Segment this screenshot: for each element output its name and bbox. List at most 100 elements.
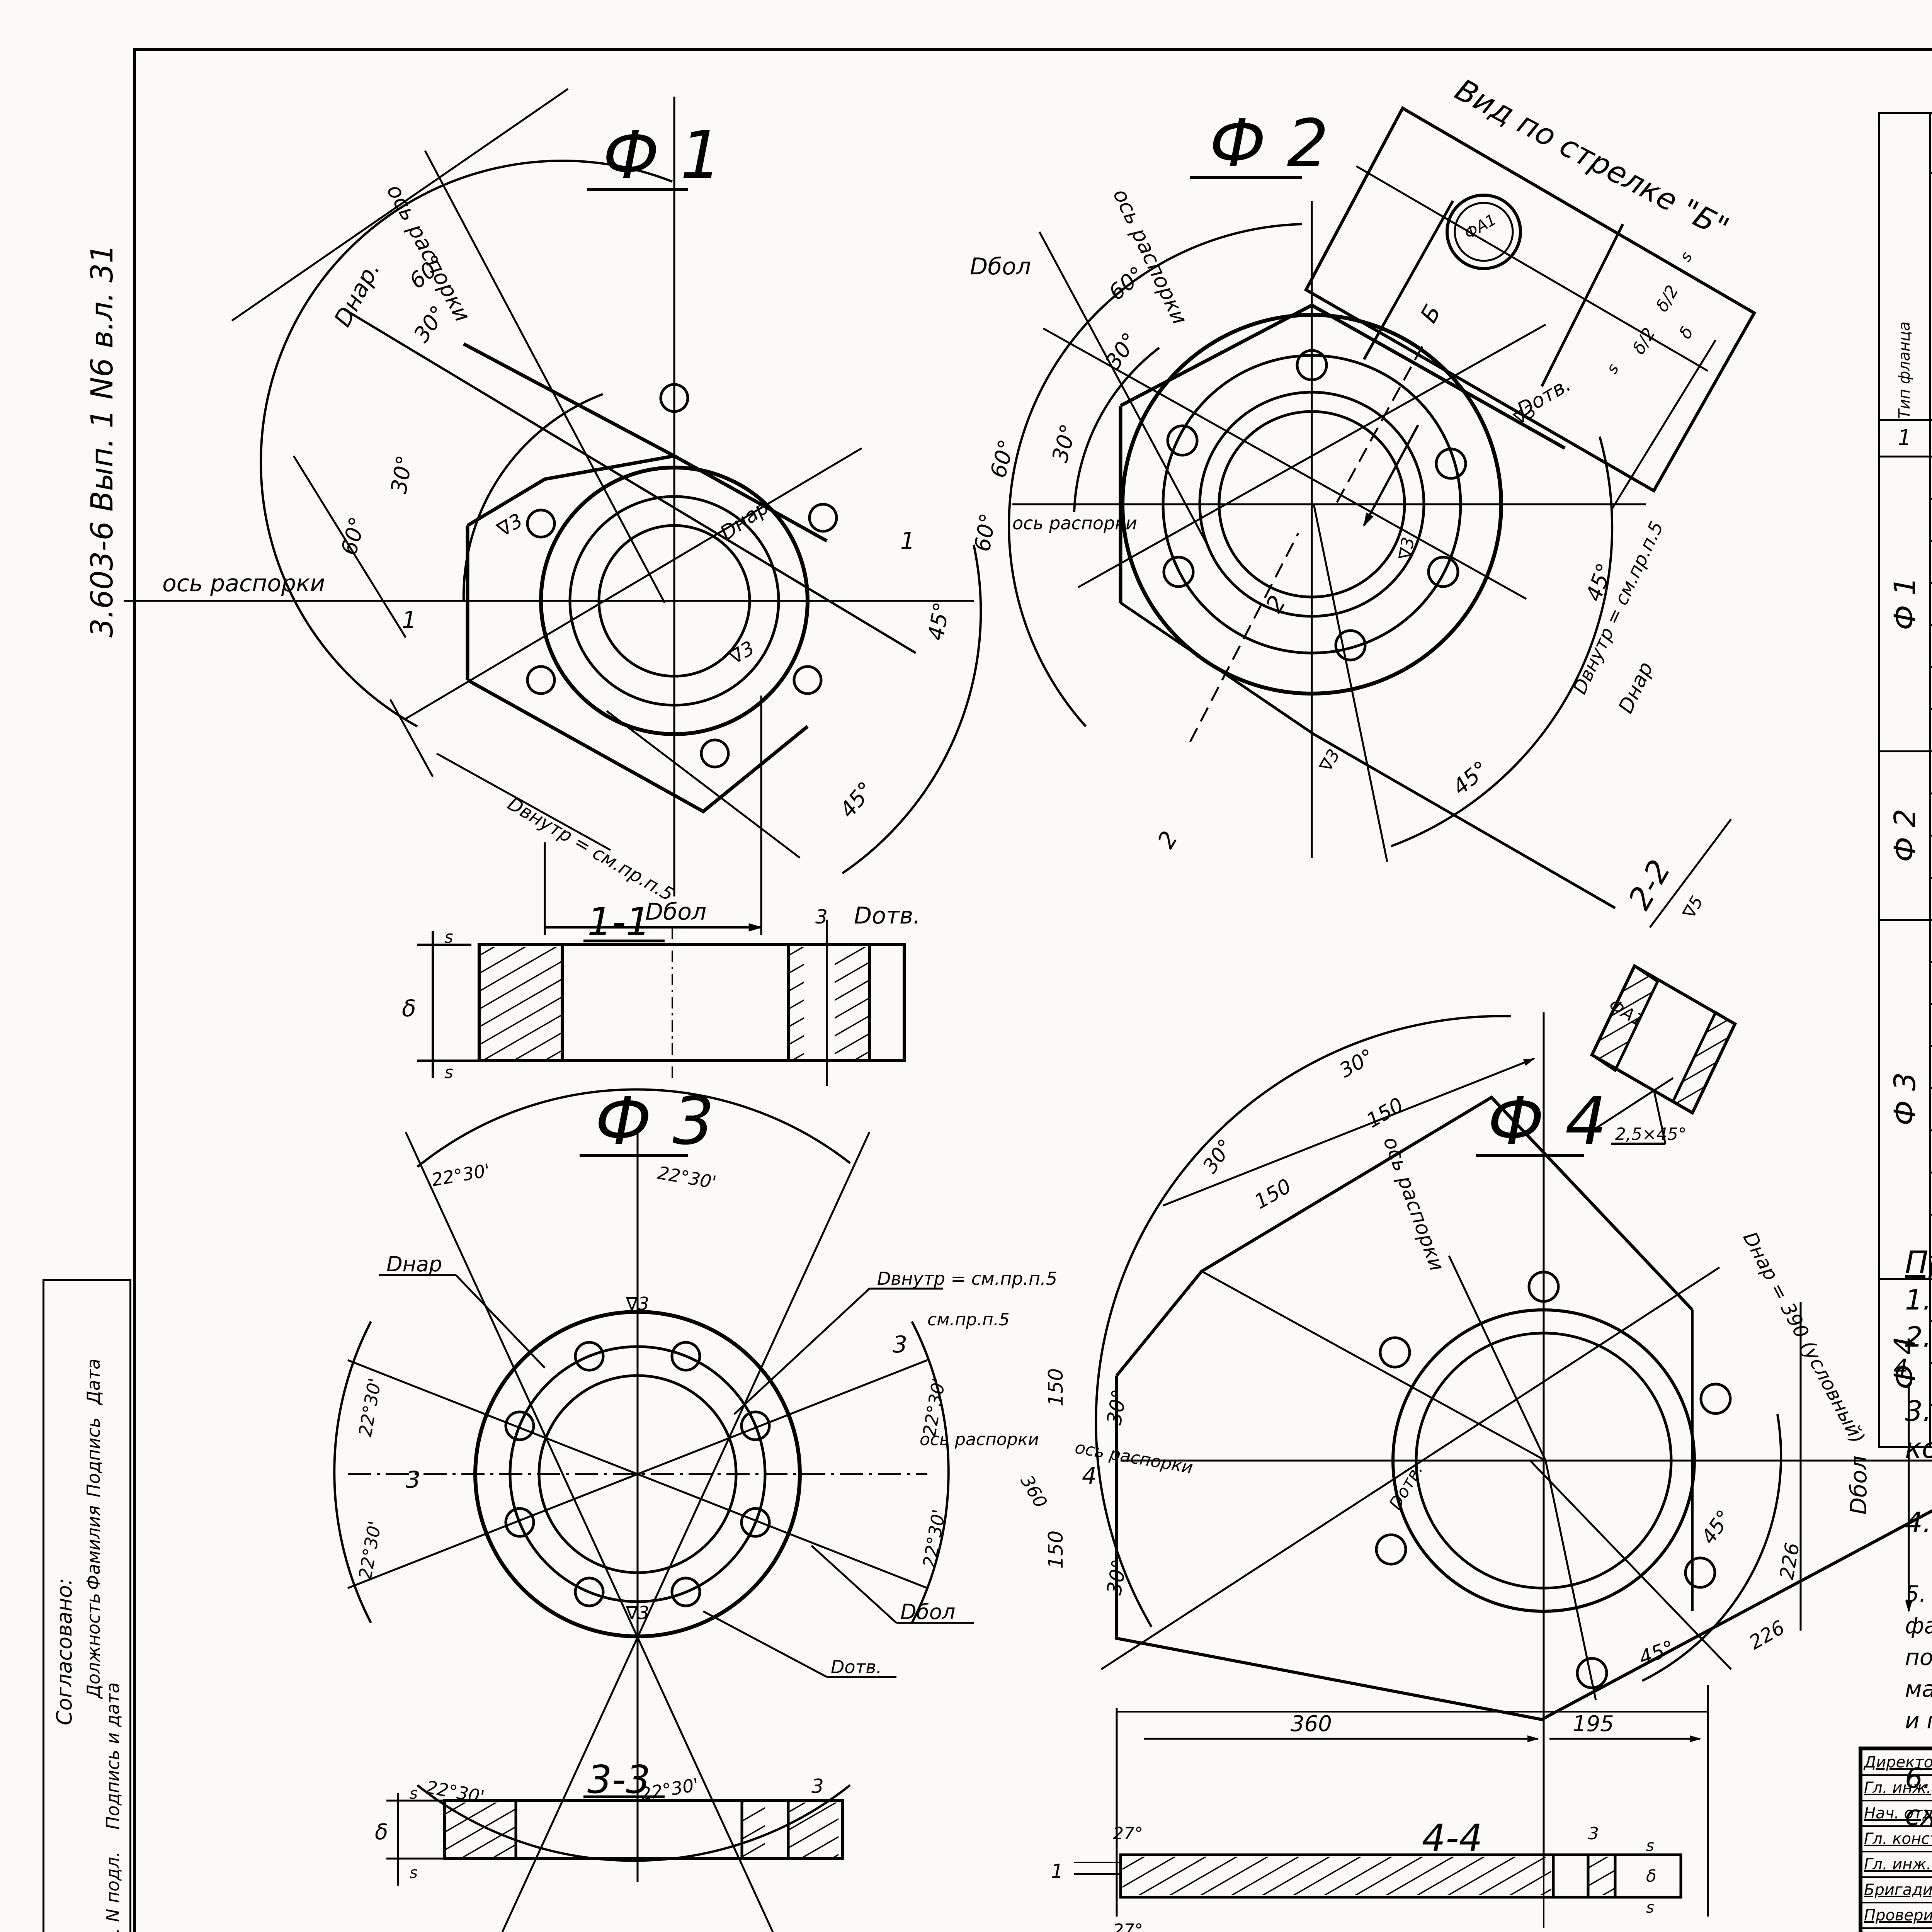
table-row: 821642052198÷14Ф2-026232903581507086,0	[1879, 792, 1932, 837]
table-row: 4015816810Ф1-056232903403018,0	[1879, 624, 1932, 668]
signature-row: ДиректорМельников	[1861, 1749, 1932, 1776]
flange-f1-labels: Ф 1 ось распорки ось распорки Dнар. Dнар…	[162, 117, 1001, 929]
cell-n: 82	[1929, 876, 1932, 921]
f1-title: Ф 1	[603, 117, 722, 194]
svg-text:ось распорки: ось распорки	[920, 1430, 1039, 1449]
table-row: 9727624512÷20Ф3-048233303904022,0	[1879, 1045, 1932, 1089]
svg-text:150: 150	[1251, 1175, 1296, 1214]
svg-text:s: s	[410, 1785, 418, 1803]
svg-text:27°: 27°	[1113, 1824, 1143, 1844]
note-3-cont: рукций см. пояснительную записку лист 3.	[1905, 1467, 1932, 1504]
note-5-cont2: максимальный зазор между внутренней пове…	[1905, 1676, 1932, 1702]
svg-text:60°: 60°	[986, 437, 1020, 481]
svg-text:Dвнутр = см.пр.п.5: Dвнутр = см.пр.п.5	[877, 1268, 1057, 1289]
svg-text:30°: 30°	[1198, 1135, 1238, 1178]
svg-text:2: 2	[1152, 827, 1183, 853]
svg-text:s: s	[1646, 1899, 1654, 1917]
f4-title: Ф 4	[1488, 1083, 1607, 1160]
svg-text:60°: 60°	[970, 511, 1001, 553]
svg-text:Dвнутр = см.пр.п.5: Dвнутр = см.пр.п.5	[504, 793, 677, 906]
note-4: 4. Отверстия под болты выполнять в соотв…	[1905, 1506, 1932, 1539]
svg-text:∇3: ∇3	[626, 1293, 649, 1314]
table-row: 8227624512÷20Ф4-046233303904082,0	[1879, 1404, 1932, 1448]
note-2-cont: расчетные швы приварки фланцев см. листы…	[1905, 1355, 1932, 1393]
svg-text:30°: 30°	[1048, 422, 1082, 465]
table-row: 4215816810Ф3-068193103603019,0	[1879, 1171, 1932, 1216]
signature-role: Нач. отд.	[1861, 1800, 1932, 1827]
cell-n: 82	[1929, 1404, 1932, 1448]
f3-title: Ф 3	[595, 1083, 714, 1160]
cell-n: 40	[1929, 624, 1932, 668]
header-capacity: Несущая способность фланца	[1929, 112, 1932, 174]
cell-n: 52	[1929, 1362, 1932, 1406]
flange-table: Тип фланца Несущая способность фланца Ди…	[1878, 112, 1932, 1448]
signature-role: Исполнил	[1861, 1927, 1932, 1932]
column-numbers-row: 123456789101112131415	[1878, 418, 1932, 457]
cell-n: 42	[1929, 708, 1932, 752]
svg-text:45°: 45°	[923, 600, 955, 642]
note-5: 5. Внутренний диаметр (Dтр+3мм) должен у…	[1905, 1581, 1932, 1639]
svg-text:45°: 45°	[1448, 756, 1493, 800]
f2-title: Ф 2	[1209, 105, 1329, 182]
svg-text:Dбол: Dбол	[1845, 1456, 1872, 1515]
svg-text:s: s	[1603, 361, 1622, 377]
cell-n: 97	[1929, 1255, 1932, 1280]
svg-text:∇3: ∇3	[493, 509, 526, 541]
svg-text:4: 4	[1893, 1354, 1908, 1381]
table-row: Ф 4521261688÷10Ф4-016192203904082,0	[1879, 1277, 1932, 1447]
signature-row: БригадирМедведников	[1861, 1876, 1932, 1903]
svg-text:δ: δ	[402, 995, 416, 1022]
svg-text:Dнар.: Dнар.	[329, 257, 385, 331]
svg-text:Dнар: Dнар	[716, 495, 773, 545]
svg-text:δ/2: δ/2	[1629, 325, 1659, 358]
svg-text:27°: 27°	[1113, 1920, 1143, 1932]
svg-text:Dбол: Dбол	[900, 1600, 955, 1624]
signature-row: Гл. инж.Кузнецов	[1861, 1774, 1932, 1801]
svg-text:60°: 60°	[337, 514, 371, 558]
cell-n: 57	[1929, 961, 1932, 1005]
signature-table: ДиректорМельниковГл. инж.КузнецовНач. от…	[1861, 1749, 1932, 1932]
cell-n: 42	[1929, 1171, 1932, 1216]
svg-text:Dбол: Dбол	[645, 898, 706, 925]
note-5-cont3: и поверхностью трубы Δ/2 ≤ 1,5 мм.	[1905, 1708, 1932, 1734]
cell-n: 57	[1929, 497, 1932, 542]
svg-text:1: 1	[900, 527, 915, 554]
table-row: 521842302458÷14Ф1-036193103603015,0	[1879, 539, 1932, 584]
svg-text:3: 3	[893, 1331, 907, 1358]
svg-text:22°30': 22°30'	[355, 1519, 386, 1581]
svg-text:s: s	[444, 927, 453, 947]
svg-text:∇5: ∇5	[1679, 893, 1707, 922]
svg-text:150: 150	[1044, 1368, 1068, 1406]
approval-heading: Согласовано:	[52, 1578, 77, 1725]
flange-f2-drawing	[1008, 106, 1757, 1145]
svg-text:ось распорки: ось распорки	[1012, 513, 1137, 534]
table-row: 9735437710Ф3-098394905804047,5	[1879, 1255, 1932, 1280]
header-type: Тип фланца	[1878, 112, 1931, 421]
svg-text:δ: δ	[375, 1820, 388, 1845]
cell-n: 46	[1929, 1213, 1932, 1258]
cell-n: 52	[1929, 539, 1932, 584]
svg-text:s: s	[1677, 249, 1696, 265]
svg-text:30°: 30°	[1336, 1044, 1378, 1082]
cell-n: 82	[1929, 582, 1932, 626]
svg-text:Б: Б	[1415, 300, 1446, 328]
cell-n: 36	[1929, 666, 1932, 710]
drawing-frame	[133, 48, 1932, 1932]
signature-role: Гл. констр.	[1861, 1825, 1932, 1852]
svg-text:3: 3	[811, 1775, 824, 1798]
signature-role: Гл. инж.	[1861, 1774, 1932, 1801]
svg-text:Dотв.: Dотв.	[854, 902, 920, 929]
svg-text:Dбол: Dбол	[970, 253, 1031, 280]
svg-text:ось распорки: ось распорки	[1108, 185, 1192, 328]
svg-text:45°: 45°	[1697, 1506, 1736, 1549]
section-3-3-title: 3-3	[587, 1757, 650, 1802]
svg-text:s: s	[1646, 1837, 1654, 1855]
cell-n: 36	[1929, 1129, 1932, 1173]
svg-text:1: 1	[1051, 1860, 1063, 1883]
signature-role: Директор	[1861, 1749, 1932, 1776]
svg-text:Dнар: Dнар	[386, 1252, 442, 1276]
cell-n: 57	[1929, 918, 1932, 963]
table-row: 571642052198÷14Ф3-028232903403012,0	[1879, 961, 1932, 1005]
